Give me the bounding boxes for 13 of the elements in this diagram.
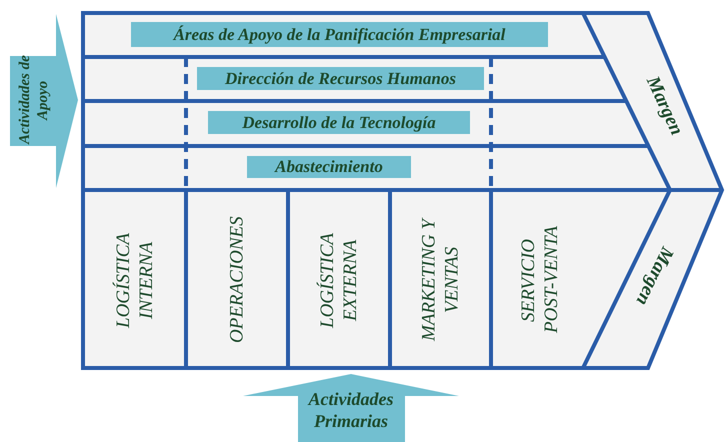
support-activity-label: Áreas de Apoyo de la Panificación Empresarial — [131, 22, 548, 47]
support-activity-label: Desarrollo de la Tecnología — [208, 111, 470, 134]
arrow-label: Actividades de Apoyo — [16, 54, 52, 146]
primary-activity-label: SERVICIO POST-VENTA — [495, 194, 587, 366]
support-activity-label: Abastecimiento — [247, 156, 411, 178]
support-activities-arrow — [10, 14, 78, 188]
primary-activities-arrow — [243, 374, 459, 442]
primary-activity-label: LOGÍSTICA INTERNA — [88, 194, 184, 366]
primary-activity-label: OPERACIONES — [190, 194, 286, 366]
support-activity-label: Dirección de Recursos Humanos — [197, 67, 484, 90]
primary-activity-label: MARKETING Y VENTAS — [394, 194, 489, 366]
arrow-label: Actividades Primarias — [306, 389, 394, 432]
primary-activity-label: LOGÍSTICA EXTERNA — [292, 194, 388, 366]
